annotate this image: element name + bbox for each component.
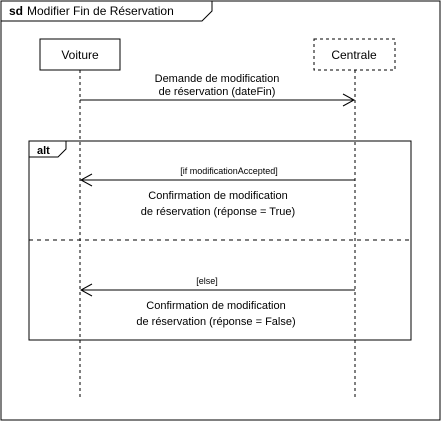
guard-accepted: [if modificationAccepted] xyxy=(180,166,278,176)
voiture-head[interactable] xyxy=(39,38,121,71)
guard-else: [else] xyxy=(196,276,218,286)
request-label-line1: Demande de modification xyxy=(155,73,280,85)
centrale-label: Centrale xyxy=(331,48,377,62)
reply-false-arrowhead xyxy=(79,283,93,297)
reply-false-label-line1: Confirmation de modification xyxy=(146,300,285,312)
voiture-label: Voiture xyxy=(61,48,99,62)
sd-keyword: sd xyxy=(9,4,23,18)
request-label-line2: de réservation (dateFin) xyxy=(159,86,276,98)
reply-true-label-line2: de réservation (réponse = True) xyxy=(141,206,295,218)
sd-frame-tab xyxy=(1,0,213,22)
reply-true-arrowhead xyxy=(79,173,93,187)
alt-fragment-tab xyxy=(29,140,67,158)
reply-false-label-line2: de réservation (réponse = False) xyxy=(136,316,295,328)
sd-title: Modifier Fin de Réservation xyxy=(27,4,174,18)
reply-true-label-line1: Confirmation de modification xyxy=(148,190,287,202)
alt-operator-label: alt xyxy=(37,145,50,157)
sd-frame-title: sd Modifier Fin de Réservation xyxy=(9,4,174,18)
centrale-head[interactable] xyxy=(313,38,396,71)
request-arrowhead xyxy=(342,93,356,107)
